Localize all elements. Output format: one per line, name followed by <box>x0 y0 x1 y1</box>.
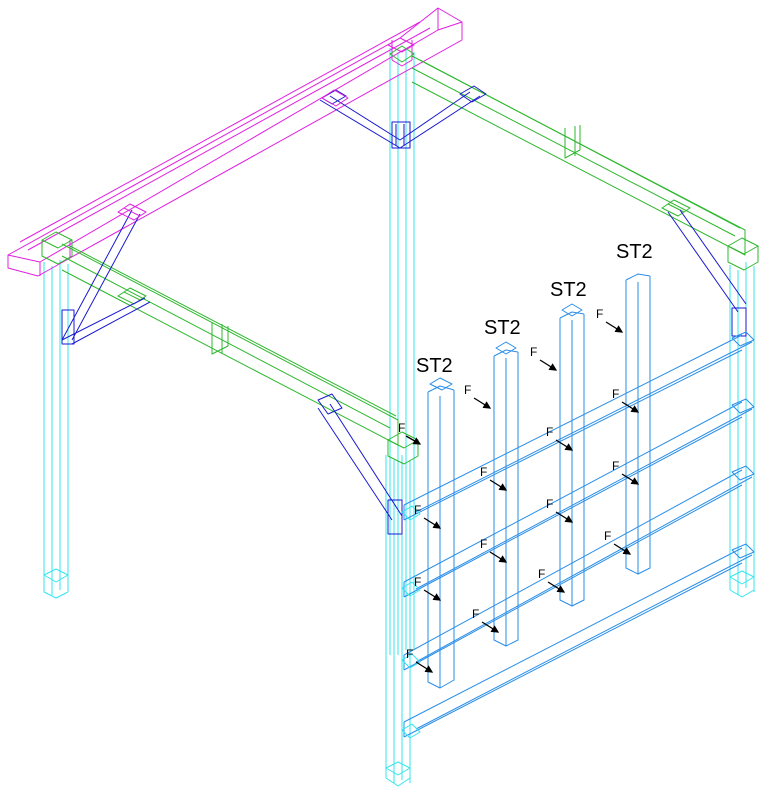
column-back <box>389 48 415 655</box>
svg-text:F: F <box>596 307 603 321</box>
svg-text:F: F <box>480 537 487 551</box>
beams-green <box>41 45 759 465</box>
stiffener-3 <box>559 303 585 607</box>
stiffener-2 <box>493 341 519 647</box>
girt-connectors <box>401 505 421 739</box>
stiffener-1 <box>427 377 455 689</box>
force-2: F <box>530 345 558 371</box>
label-st2-2: ST2 <box>484 317 521 339</box>
girts <box>403 331 755 738</box>
svg-text:F: F <box>612 459 619 473</box>
girt-1 <box>403 334 753 521</box>
force-16: F <box>406 647 434 673</box>
svg-text:F: F <box>480 465 487 479</box>
force-6: F <box>546 425 574 451</box>
svg-text:F: F <box>464 383 471 397</box>
column-right <box>729 262 755 598</box>
force-10: F <box>414 503 442 529</box>
force-3: F <box>596 307 624 333</box>
svg-text:F: F <box>612 387 619 401</box>
force-7: F <box>480 465 508 491</box>
label-st2-4: ST2 <box>616 241 653 263</box>
force-11: F <box>480 537 508 563</box>
girt-4 <box>403 547 753 738</box>
force-arrows: F F F F F F F F F F F F F F F F <box>398 307 640 673</box>
force-12: F <box>604 529 632 555</box>
svg-text:F: F <box>604 529 611 543</box>
force-15: F <box>472 607 500 633</box>
girt-2 <box>403 401 753 598</box>
stiffeners <box>427 273 651 689</box>
column-front <box>385 455 411 787</box>
girt-3 <box>403 469 753 671</box>
svg-text:F: F <box>472 607 479 621</box>
label-st2-1: ST2 <box>416 355 453 377</box>
svg-text:F: F <box>406 647 413 661</box>
force-14: F <box>414 575 442 601</box>
column-left <box>43 260 69 599</box>
svg-text:F: F <box>530 345 537 359</box>
force-13: F <box>538 567 566 593</box>
plates-magenta <box>117 89 349 221</box>
svg-text:F: F <box>546 497 553 511</box>
svg-text:F: F <box>414 503 421 517</box>
force-5: F <box>612 387 640 413</box>
force-8: F <box>612 459 640 485</box>
force-9: F <box>546 497 574 523</box>
svg-text:F: F <box>398 421 405 435</box>
beam-top-back <box>7 7 463 277</box>
svg-text:F: F <box>414 575 421 589</box>
force-1: F <box>464 383 492 409</box>
stiffener-4 <box>625 273 651 575</box>
label-st2-3: ST2 <box>550 279 587 301</box>
svg-text:F: F <box>538 567 545 581</box>
braces-blue <box>61 85 747 535</box>
columns <box>43 48 755 787</box>
member-labels: ST2 ST2 ST2 ST2 <box>416 241 653 377</box>
force-4: F <box>398 421 422 445</box>
svg-text:F: F <box>546 425 553 439</box>
